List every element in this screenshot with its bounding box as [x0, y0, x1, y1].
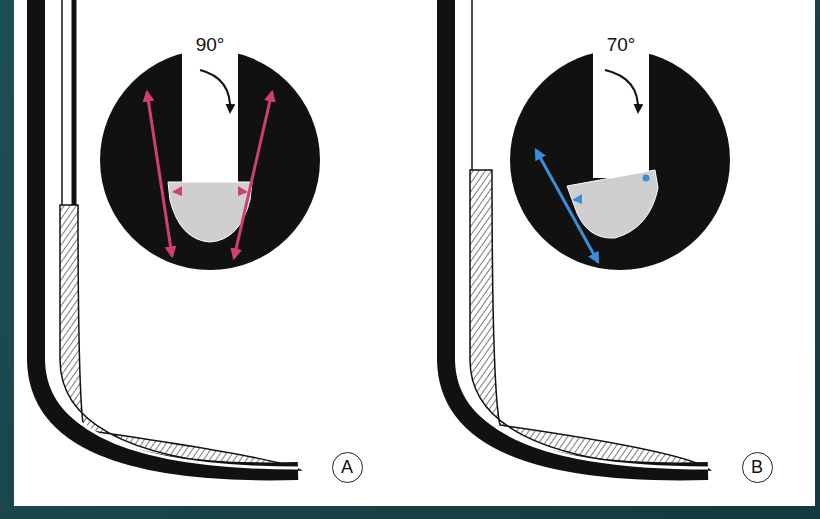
angle-label: 90°: [196, 34, 225, 56]
figure-letter: B: [751, 457, 763, 478]
callout-circle: A: [332, 452, 363, 483]
cross-section-inset-b: [510, 50, 730, 270]
cross-section-inset-a: [100, 50, 320, 270]
figure-letter: A: [341, 457, 353, 478]
callout-circle: B: [742, 452, 773, 483]
angle-label: 70°: [607, 34, 636, 56]
